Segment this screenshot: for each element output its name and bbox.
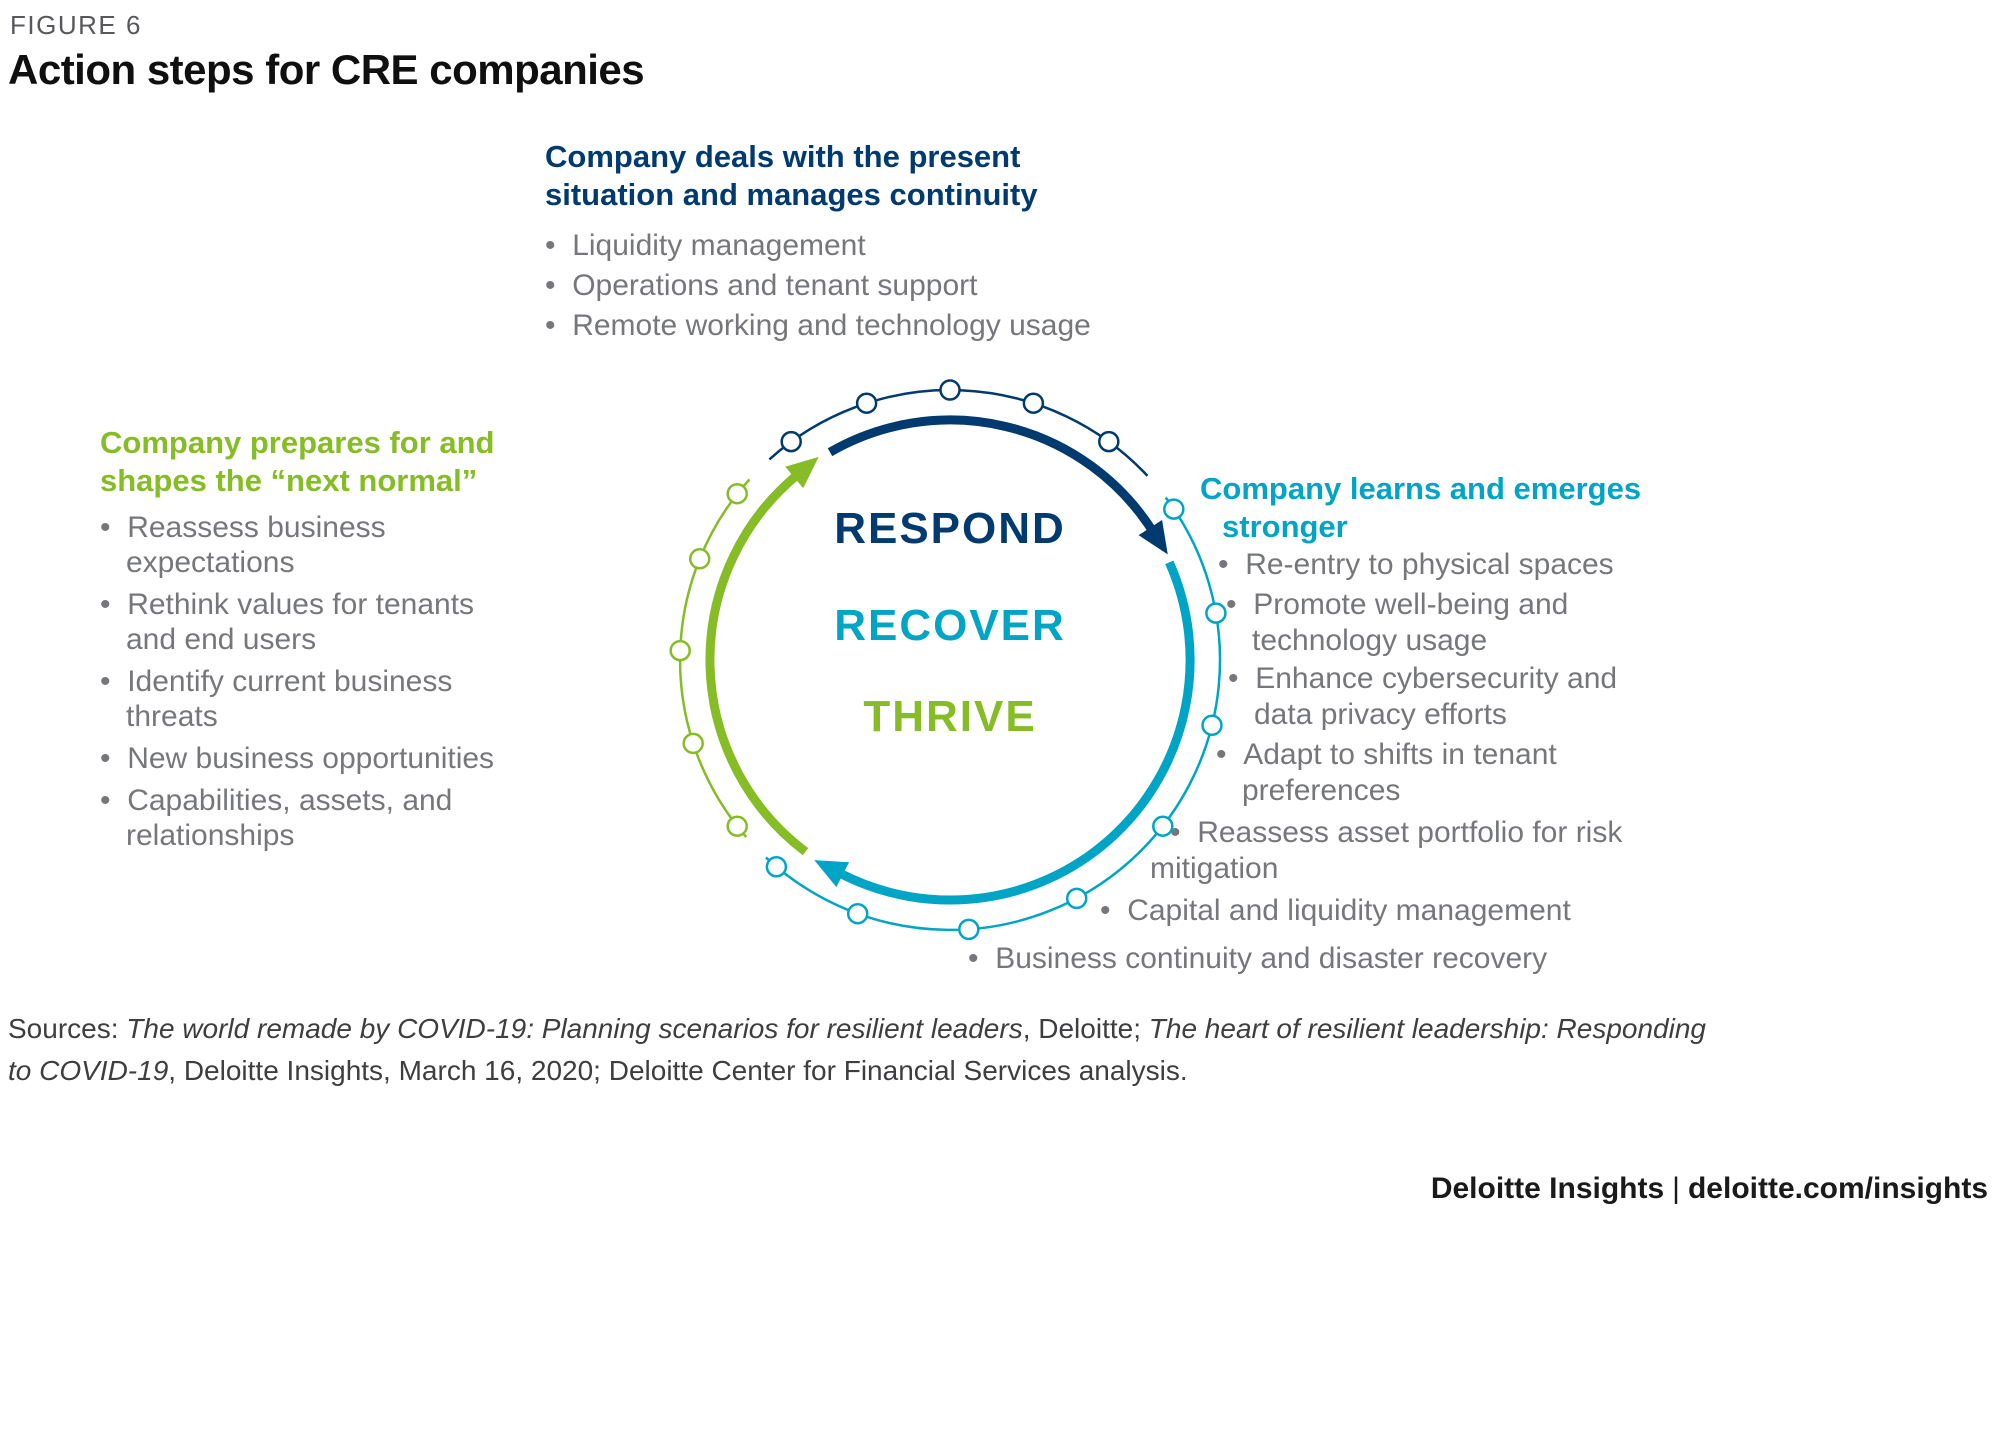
ring-node: [1205, 602, 1227, 624]
ring-node: [1163, 498, 1185, 520]
ring-nodes-recover: [765, 498, 1227, 941]
recover-arrow-arc: [814, 560, 1195, 905]
ring-node: [939, 379, 961, 401]
recover-heading-line-2: stronger: [1222, 509, 1348, 544]
thrive-arrow-arc: [705, 456, 819, 856]
ring-node: [780, 430, 802, 453]
ring-node: [1065, 887, 1088, 910]
ring-node: [1201, 714, 1223, 737]
respond-heading-line-1: Company deals with the present: [545, 139, 1021, 174]
cycle-diagram: RESPOND RECOVER THRIVE: [669, 379, 1227, 941]
ring-node: [846, 902, 869, 925]
list-item: Capabilities, assets, and relationships: [100, 783, 530, 853]
ring-node: [726, 482, 748, 505]
list-item: Rethink values for tenants and end users: [100, 587, 530, 657]
respond-bullet-list: Liquidity management Operations and tena…: [545, 226, 1165, 346]
ring-node: [726, 815, 748, 837]
list-item: Operations and tenant support: [545, 266, 1165, 306]
ring-node: [855, 392, 878, 414]
ring-node: [765, 856, 788, 878]
ring-node: [1098, 430, 1120, 453]
list-item: Capital and liquidity management: [1100, 893, 1646, 929]
stage-label-recover: RECOVER: [834, 601, 1066, 650]
footer-attribution: Deloitte Insights|deloitte.com/insights: [1431, 1172, 1988, 1206]
sources-text: , Deloitte;: [1022, 1013, 1149, 1044]
list-item: Enhance cybersecurity and data privacy e…: [1228, 661, 1654, 733]
sources-text: Sources:: [8, 1013, 127, 1044]
ring-nodes-thrive: [669, 482, 748, 837]
page-title: Action steps for CRE companies: [8, 46, 645, 93]
source-title: The world remade by COVID-19: Planning s…: [126, 1013, 1023, 1044]
respond-text-block: Company deals with the present situation…: [545, 138, 1165, 346]
ring-node: [958, 918, 980, 941]
respond-heading-line-2: situation and manages continuity: [545, 177, 1038, 212]
footer-url[interactable]: deloitte.com/insights: [1687, 1172, 1988, 1205]
list-item: Re-entry to physical spaces: [1218, 547, 1674, 583]
thrive-heading-line-2: shapes the “next normal”: [100, 463, 478, 498]
ring-node: [669, 639, 691, 662]
brand-name: Deloitte Insights: [1430, 1172, 1665, 1205]
list-item: Business continuity and disaster recover…: [968, 941, 1654, 977]
ring-node: [682, 732, 704, 755]
list-item: New business opportunities: [100, 741, 530, 776]
list-item: Adapt to shifts in tenant preferences: [1216, 737, 1612, 809]
sources-text: , Deloitte Insights, March 16, 2020; Del…: [168, 1055, 1188, 1086]
recover-heading-line-1: Company learns and emerges: [1200, 471, 1642, 506]
list-item: Promote well-being and technology usage: [1226, 587, 1642, 659]
ring-node: [688, 548, 711, 570]
thrive-heading-line-1: Company prepares for and: [100, 425, 495, 460]
ring-node: [1022, 392, 1045, 414]
figure-label: FIGURE 6: [10, 10, 142, 40]
list-item: Remote working and technology usage: [545, 306, 1165, 346]
thrive-text-block: Company prepares for and shapes the “nex…: [100, 424, 530, 853]
source-title: The heart of resilient leadership: Respo…: [8, 1013, 1706, 1086]
ring-node: [1152, 815, 1174, 837]
stage-label-respond: RESPOND: [834, 504, 1066, 553]
list-item: Reassess business expectations: [100, 510, 530, 580]
footer-separator: |: [1672, 1172, 1680, 1205]
stage-label-thrive: THRIVE: [863, 692, 1036, 741]
list-item: Liquidity management: [545, 226, 1165, 266]
list-item: Identify current business threats: [100, 664, 530, 734]
list-item: Reassess asset portfolio for risk mitiga…: [1150, 815, 1680, 887]
sources-note: Sources: The world remade by COVID-19: P…: [8, 1008, 1708, 1092]
respond-arrow-arc: [827, 415, 1168, 555]
thrive-bullet-list: Reassess business expectations Rethink v…: [100, 510, 530, 853]
ring-nodes-respond: [780, 379, 1120, 453]
